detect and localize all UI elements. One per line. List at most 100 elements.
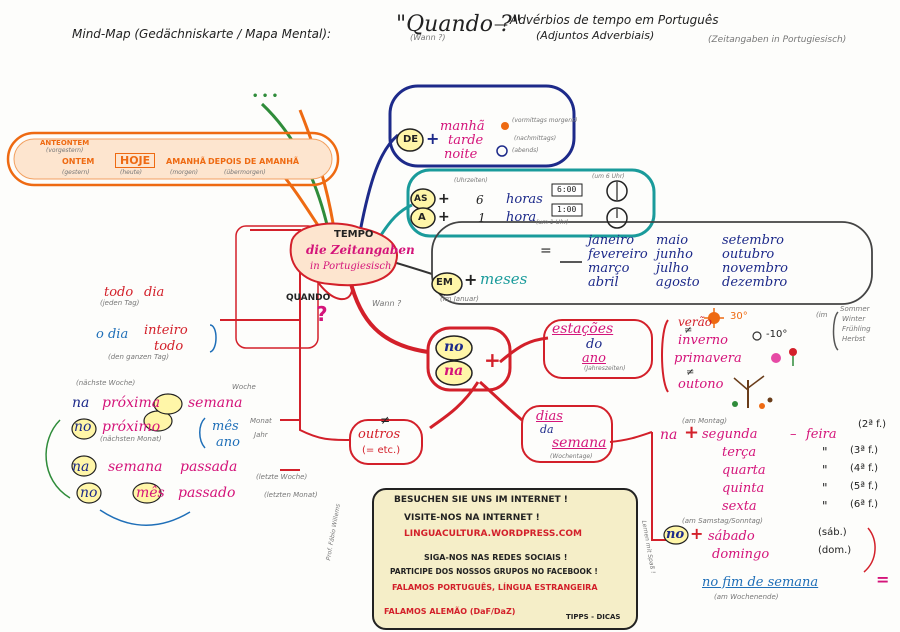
de-manha-de: (vormittags morgens): [512, 117, 578, 124]
left-jeden-tag: (jeden Tag): [100, 299, 140, 307]
ditto-5: ": [822, 481, 828, 495]
map-title-dash: —: [494, 17, 508, 33]
month-item: janeiro: [588, 233, 635, 248]
ontem-label: ONTEM: [62, 157, 95, 166]
left-mes2: mês: [136, 485, 165, 501]
day-quarta: quarta: [722, 463, 766, 478]
season-sommer: Sommer: [840, 305, 870, 313]
day-feira: feira: [806, 427, 837, 442]
left-letzte-woche: (letzte Woche): [256, 473, 308, 481]
a-plus: +: [438, 209, 450, 225]
left-semana1: semana: [188, 395, 243, 411]
autumn-tree-icon: [730, 374, 772, 410]
map-title-wann: (Wann ?): [410, 33, 446, 42]
estacoes-de: (Jahreszeiten): [584, 365, 626, 372]
month-item: outubro: [722, 247, 775, 262]
month-item: fevereiro: [588, 247, 648, 262]
prep-as: AS: [414, 194, 428, 204]
left-monat: Monat: [250, 417, 272, 425]
de-tarde: tarde: [448, 133, 484, 148]
dias-de: (Wochentage): [550, 453, 593, 460]
prep-na: na: [444, 363, 464, 379]
day-sexta: sexta: [722, 499, 757, 514]
left-ano: ano: [216, 435, 240, 450]
banner-line6: FALAMOS PORTUGUÊS, LÍNGUA ESTRANGEIRA: [392, 583, 598, 592]
outros-neq: ≠: [380, 413, 391, 427]
left-na1: na: [72, 395, 90, 411]
left-proximo: próximo: [102, 419, 161, 435]
left-inteiro: inteiro: [144, 323, 188, 338]
em-eq: =: [540, 243, 552, 259]
smiley-icon: [619, 607, 631, 619]
left-mes: mês: [212, 419, 239, 434]
day-f4: (4ª f.): [850, 463, 879, 474]
as-um6: (um 6 Uhr): [592, 173, 625, 180]
left-semana2: semana: [108, 459, 163, 475]
left-passada: passada: [180, 459, 238, 475]
depois-de: (übermorgen): [224, 169, 266, 176]
estacoes-label: estações: [552, 321, 614, 337]
dias-am-samstag: (am Samstag/Sonntag): [682, 517, 763, 525]
left-no2: no: [80, 485, 98, 501]
anteontem-label: ANTEONTEM: [40, 139, 90, 147]
season-neq1: ≠: [684, 325, 693, 336]
season-verao-temp: 30°: [730, 311, 748, 322]
more-dots: • • •: [252, 91, 279, 102]
map-title: Mind-Map (Gedächniskarte / Mapa Mental):: [72, 27, 332, 41]
day-sab: (sáb.): [818, 527, 847, 538]
fim-de-semana: no fim de semana: [702, 575, 819, 590]
center-quando: QUANDO: [286, 293, 331, 303]
estacoes-ano: ano: [582, 351, 606, 366]
banner-line1: BESUCHEN SIE UNS IM INTERNET !: [394, 495, 568, 505]
map-title-right: Advérbios de tempo em Português: [510, 13, 719, 27]
left-jahr: Jahr: [254, 431, 268, 439]
season-inverno: inverno: [678, 333, 728, 348]
month-item: dezembro: [722, 275, 788, 290]
as-plus: +: [438, 191, 450, 207]
hoje-de: (heute): [120, 169, 143, 176]
as-um1: (um 1 Uhr): [536, 219, 569, 226]
dias-plus: +: [684, 422, 700, 443]
month-item: abril: [588, 275, 619, 290]
dias-no-plus: +: [690, 524, 704, 543]
center-wann: Wann ?: [372, 299, 402, 308]
amanha-de: (morgen): [170, 169, 198, 176]
month-item: novembro: [722, 261, 788, 276]
season-outono: outono: [678, 377, 724, 392]
day-segunda: segunda: [702, 427, 758, 442]
amanha-label: AMANHÃ: [166, 157, 206, 166]
left-na2: na: [72, 459, 90, 475]
dias-na: na: [660, 427, 678, 443]
center-de1: die Zeitangaben: [306, 243, 415, 257]
banner-line2: VISITE-NOS NA INTERNET !: [404, 513, 540, 523]
em-im-januar: (im Januar): [440, 295, 479, 303]
season-herbst: Herbst: [842, 335, 866, 343]
season-fruehling: Frühling: [842, 325, 871, 333]
day-dash: –: [790, 427, 797, 442]
de-manha: manhã: [440, 119, 485, 134]
day-f2: (2ª f.): [858, 419, 887, 430]
month-item: setembro: [722, 233, 784, 248]
eye-icon: [576, 597, 596, 607]
clock-icon: [607, 181, 608, 182]
month-item: março: [588, 261, 630, 276]
left-no1: no: [74, 419, 92, 435]
banner-line7: FALAMOS ALEMÃO (DaF/DaZ): [384, 607, 516, 616]
as-uhrzeiten: (Uhrzeiten): [454, 177, 488, 184]
banner-line8: TIPPS - DICAS: [566, 613, 621, 621]
day-dom: (dom.): [818, 545, 852, 556]
map-title-de: (Zeitangaben in Portugiesisch): [708, 35, 847, 45]
prep-de: DE: [403, 134, 419, 145]
left-todo: todo: [104, 285, 134, 300]
month-item: junho: [656, 247, 693, 262]
season-inverno-temp: -10°: [766, 329, 788, 340]
banner-website-link[interactable]: LINGUACULTURA.WORDPRESS.COM: [404, 529, 582, 539]
day-quinta: quinta: [722, 481, 765, 496]
season-primavera: primavera: [674, 351, 742, 366]
anteontem-de: (vorgestern): [46, 147, 84, 154]
dias-no: no: [666, 527, 685, 542]
dias-semana: semana: [552, 435, 607, 451]
season-winter: Winter: [842, 315, 866, 323]
flower-icon: [770, 348, 798, 366]
